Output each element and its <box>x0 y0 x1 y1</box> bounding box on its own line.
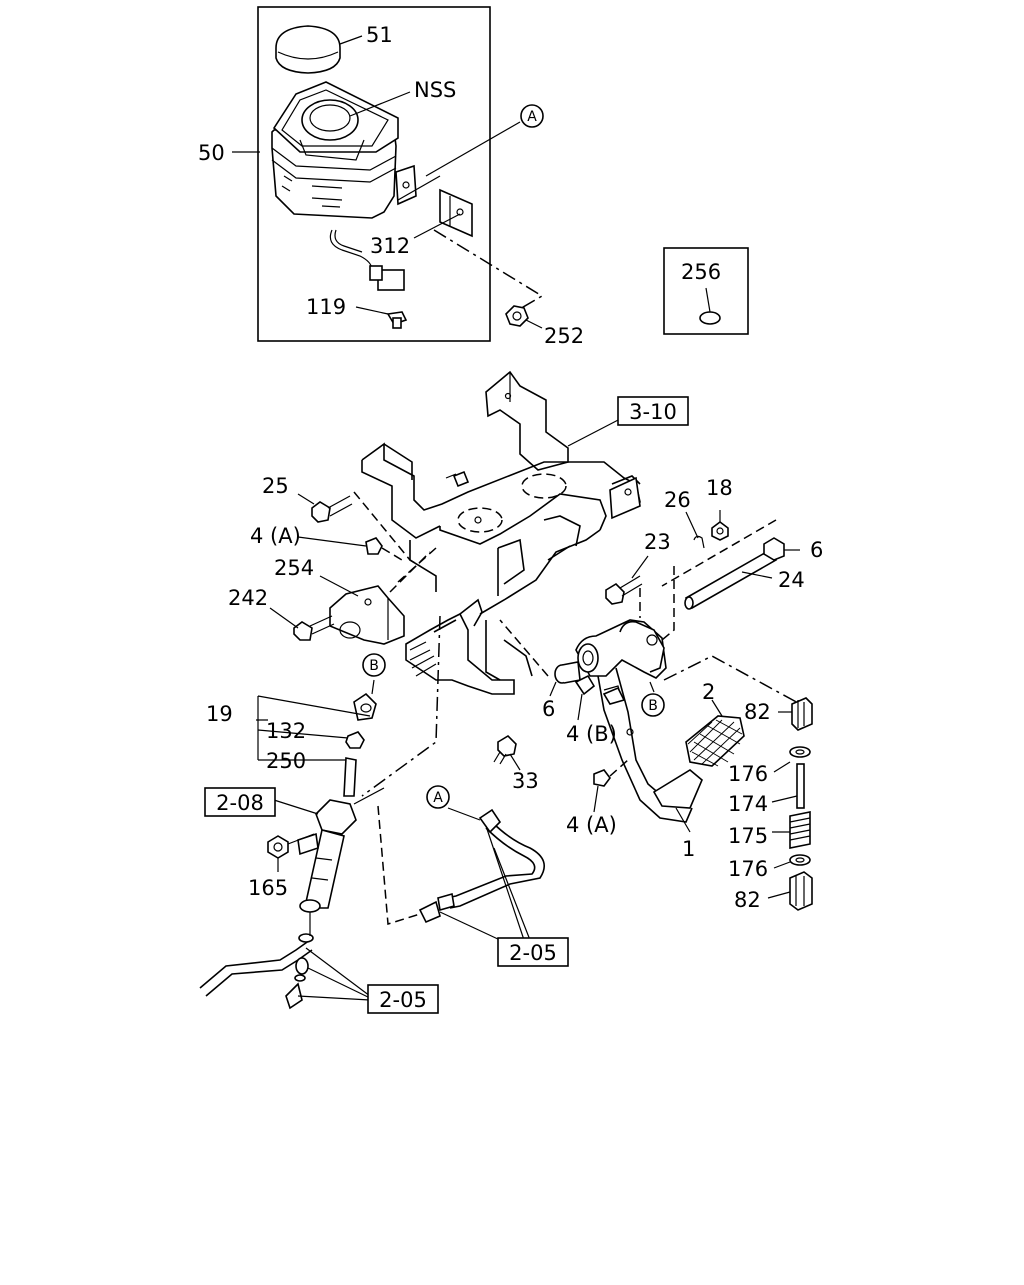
svg-text:B: B <box>648 698 658 714</box>
spring-seat-82-top[interactable] <box>791 697 813 731</box>
label-33: 33 <box>512 769 539 793</box>
label-nss: NSS <box>414 78 456 102</box>
label-82-top: 82 <box>744 700 771 724</box>
bolt-23[interactable] <box>605 575 643 605</box>
clip-4a-top[interactable] <box>365 537 383 555</box>
pedal-mounting-bracket <box>361 370 641 695</box>
ref-box-3-10[interactable]: 3-10 <box>617 396 689 426</box>
ref-box-2-05-mid[interactable]: 2-05 <box>497 937 569 967</box>
clip-26[interactable] <box>693 535 705 549</box>
rod-174[interactable] <box>796 763 805 809</box>
clutch-master-cylinder[interactable] <box>297 757 357 913</box>
label-176-bottom: 176 <box>728 857 768 881</box>
label-176-top: 176 <box>728 762 768 786</box>
nut-165[interactable] <box>267 835 289 859</box>
label-2: 2 <box>702 680 715 704</box>
label-6-right: 6 <box>810 538 823 562</box>
reservoir-hose[interactable] <box>418 808 546 924</box>
lock-nut-250[interactable] <box>345 731 365 749</box>
clutch-pedal-arm-1[interactable] <box>575 619 693 823</box>
label-1: 1 <box>682 837 695 861</box>
label-256: 256 <box>681 260 721 284</box>
svg-text:B: B <box>369 658 379 674</box>
reservoir-cap-51[interactable] <box>275 25 341 74</box>
callout-a-mid: A <box>426 785 450 809</box>
label-25: 25 <box>262 474 289 498</box>
nut-18[interactable] <box>711 521 729 541</box>
clutch-fluid-reservoir-nss[interactable] <box>271 81 417 291</box>
callout-b-right: B <box>641 693 665 717</box>
label-312: 312 <box>370 234 410 258</box>
clutch-pipe[interactable] <box>199 933 314 1010</box>
label-4a-top: 4 (A) <box>250 524 301 548</box>
label-26: 26 <box>664 488 691 512</box>
svg-text:3-10: 3-10 <box>629 400 677 424</box>
label-165: 165 <box>248 876 288 900</box>
label-250: 250 <box>266 749 306 773</box>
clip-4a-bottom[interactable] <box>593 769 611 787</box>
pushrod-clevis-132[interactable] <box>353 692 377 721</box>
svg-text:2-08: 2-08 <box>216 791 264 815</box>
washer-176-bottom[interactable] <box>789 854 811 866</box>
label-119: 119 <box>306 295 346 319</box>
label-254: 254 <box>274 556 314 580</box>
svg-text:2-05: 2-05 <box>379 988 427 1012</box>
bolt-6-mid[interactable] <box>554 661 581 684</box>
bolt-242[interactable] <box>293 615 335 641</box>
clip-4b[interactable] <box>574 674 596 696</box>
label-23: 23 <box>644 530 671 554</box>
label-51: 51 <box>366 23 393 47</box>
label-174: 174 <box>728 792 768 816</box>
callout-a-top: A <box>520 104 544 128</box>
washer-176-top[interactable] <box>789 746 811 758</box>
label-19: 19 <box>206 702 233 726</box>
screw-119[interactable] <box>386 311 408 329</box>
bolt-6-right[interactable] <box>763 537 785 561</box>
pedal-pad-2[interactable] <box>652 715 745 809</box>
label-252: 252 <box>544 324 584 348</box>
bracket-312[interactable] <box>439 188 473 238</box>
label-175: 175 <box>728 824 768 848</box>
label-4a-bottom: 4 (A) <box>566 813 617 837</box>
spring-seat-82-bottom[interactable] <box>789 871 813 911</box>
bolt-33[interactable] <box>493 734 517 765</box>
nut-252[interactable] <box>505 305 529 327</box>
label-6-mid: 6 <box>542 697 555 721</box>
label-24: 24 <box>778 568 805 592</box>
pivot-shaft-24[interactable] <box>684 548 778 610</box>
svg-text:2-05: 2-05 <box>509 941 557 965</box>
bolt-25[interactable] <box>311 495 353 523</box>
spring-175[interactable] <box>789 811 811 849</box>
svg-text:A: A <box>527 109 537 125</box>
label-50: 50 <box>198 141 225 165</box>
ref-box-2-05-bottom[interactable]: 2-05 <box>367 984 439 1014</box>
ref-box-2-08[interactable]: 2-08 <box>204 787 276 817</box>
label-242: 242 <box>228 586 268 610</box>
label-4b: 4 (B) <box>566 722 617 746</box>
bracket-254[interactable] <box>329 585 405 645</box>
plug-256[interactable] <box>699 311 721 325</box>
svg-text:A: A <box>433 790 443 806</box>
callout-b-left: B <box>362 653 386 677</box>
label-132: 132 <box>266 719 306 743</box>
label-18: 18 <box>706 476 733 500</box>
label-82-bottom: 82 <box>734 888 761 912</box>
